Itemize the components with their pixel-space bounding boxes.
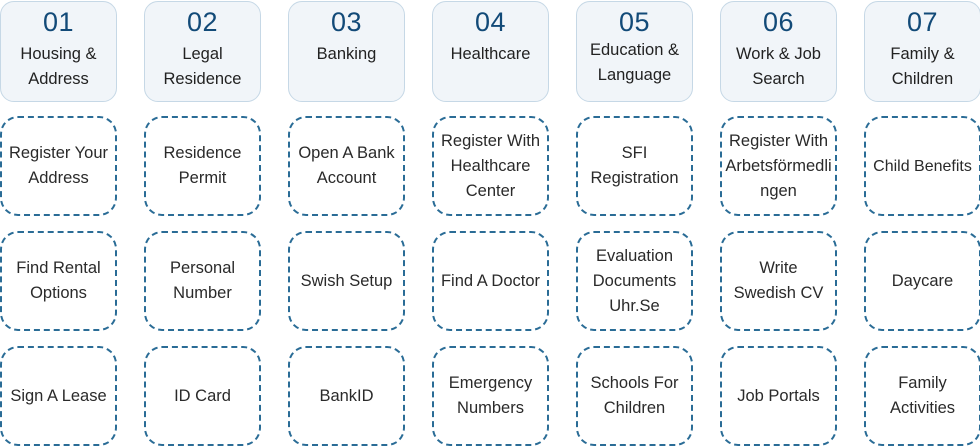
- category-number: 07: [906, 7, 939, 37]
- task-card[interactable]: SFI Registration: [576, 116, 693, 216]
- task-card[interactable]: Daycare: [864, 231, 980, 331]
- task-card[interactable]: Evaluation Documents Uhr.Se: [576, 231, 693, 331]
- task-label: ID Card: [174, 386, 231, 405]
- task-card[interactable]: Open A Bank Account: [288, 116, 405, 216]
- category-header[interactable]: 02 Legal Residence: [144, 1, 261, 102]
- task-label: Emergency Numbers: [448, 374, 533, 417]
- task-label: Job Portals: [737, 386, 820, 405]
- task-card[interactable]: Emergency Numbers: [432, 346, 549, 446]
- task-label: Find Rental Options: [16, 259, 101, 302]
- task-card[interactable]: Child Benefits: [864, 116, 980, 216]
- task-label: Family Activities: [889, 374, 956, 417]
- task-card[interactable]: Register With Healthcare Center: [432, 116, 549, 216]
- task-label: Open A Bank Account: [298, 144, 395, 187]
- category-header[interactable]: 05 Education & Language: [576, 1, 693, 102]
- task-label: Residence Permit: [163, 144, 242, 187]
- category-number: 04: [474, 7, 507, 37]
- category-number: 03: [330, 7, 363, 37]
- task-label: Swish Setup: [300, 271, 393, 290]
- task-card[interactable]: Register Your Address: [0, 116, 117, 216]
- task-card[interactable]: Find Rental Options: [0, 231, 117, 331]
- category-number: 02: [186, 7, 219, 37]
- category-title: Healthcare: [450, 45, 531, 63]
- category-number: 05: [618, 7, 651, 37]
- category-title: Education & Language: [590, 41, 679, 84]
- task-card[interactable]: Schools For Children: [576, 346, 693, 446]
- task-card[interactable]: Find A Doctor: [432, 231, 549, 331]
- category-title: Legal Residence: [163, 45, 242, 88]
- category-header[interactable]: 04 Healthcare: [432, 1, 549, 102]
- task-card[interactable]: Swish Setup: [288, 231, 405, 331]
- task-card[interactable]: Write Swedish CV: [720, 231, 837, 331]
- task-card[interactable]: Residence Permit: [144, 116, 261, 216]
- category-title: Banking: [316, 45, 377, 63]
- task-label: Register Your Address: [8, 144, 109, 187]
- task-label: Personal Number: [169, 259, 236, 302]
- category-header[interactable]: 07 Family & Children: [864, 1, 980, 102]
- task-card[interactable]: Personal Number: [144, 231, 261, 331]
- task-label: Write Swedish CV: [733, 259, 824, 302]
- task-label: Sign A Lease: [10, 386, 107, 405]
- task-label: Evaluation Documents Uhr.Se: [592, 246, 677, 315]
- task-label: BankID: [319, 386, 374, 405]
- category-header[interactable]: 06 Work & Job Search: [720, 1, 837, 102]
- task-label: Child Benefits: [873, 157, 972, 175]
- task-label: Register With Arbetsförmedlingen: [725, 131, 832, 200]
- category-number: 01: [42, 7, 75, 37]
- category-title: Work & Job Search: [736, 45, 821, 88]
- task-card[interactable]: Register With Arbetsförmedlingen: [720, 116, 837, 216]
- task-card[interactable]: ID Card: [144, 346, 261, 446]
- task-label: Find A Doctor: [440, 271, 541, 290]
- task-card[interactable]: BankID: [288, 346, 405, 446]
- task-label: Daycare: [891, 271, 954, 290]
- category-number: 06: [762, 7, 795, 37]
- task-label: Schools For Children: [590, 374, 679, 417]
- category-header[interactable]: 03 Banking: [288, 1, 405, 102]
- category-title: Family & Children: [890, 45, 955, 88]
- task-card[interactable]: Job Portals: [720, 346, 837, 446]
- task-label: Register With Healthcare Center: [440, 131, 541, 200]
- task-card[interactable]: Family Activities: [864, 346, 980, 446]
- task-card[interactable]: Sign A Lease: [0, 346, 117, 446]
- category-title: Housing & Address: [20, 45, 97, 88]
- category-header[interactable]: 01 Housing & Address: [0, 1, 117, 102]
- task-label: SFI Registration: [590, 144, 679, 187]
